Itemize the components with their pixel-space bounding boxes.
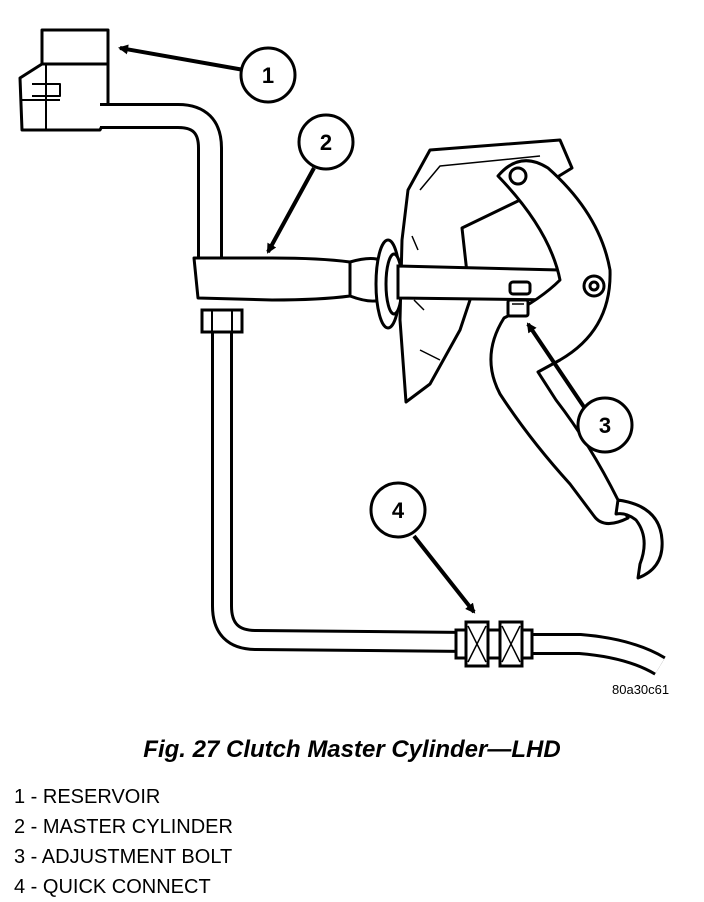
callout-2-number: 2 [320, 130, 332, 155]
line-fitting [200, 308, 244, 334]
legend-list: 1 - RESERVOIR 2 - MASTER CYLINDER 3 - AD… [14, 782, 233, 902]
clutch-pedal [489, 159, 630, 525]
legend-item-master-cylinder: 2 - MASTER CYLINDER [14, 816, 233, 838]
callout-4: 4 [369, 481, 476, 614]
callout-3-number: 3 [599, 413, 611, 438]
clutch-master-cylinder-illustration: 1 2 3 4 [18, 28, 666, 676]
callout-1-number: 1 [262, 63, 274, 88]
image-id-label: 80a30c61 [612, 682, 670, 697]
pedal-pad [614, 498, 664, 580]
quick-connect [454, 620, 534, 668]
figure-caption: Fig. 27 Clutch Master Cylinder—LHD [143, 736, 561, 763]
callout-1: 1 [118, 44, 297, 104]
callout-4-number: 4 [392, 498, 405, 523]
reservoir [18, 28, 110, 132]
legend-item-quick-connect: 4 - QUICK CONNECT [14, 876, 211, 898]
adjustment-bolt [506, 298, 530, 318]
legend-item-reservoir: 1 - RESERVOIR [14, 786, 161, 808]
legend-item-adjustment-bolt: 3 - ADJUSTMENT BOLT [14, 846, 233, 868]
callout-3: 3 [526, 322, 634, 454]
callout-2: 2 [266, 113, 355, 254]
reservoir-hose [100, 103, 223, 260]
